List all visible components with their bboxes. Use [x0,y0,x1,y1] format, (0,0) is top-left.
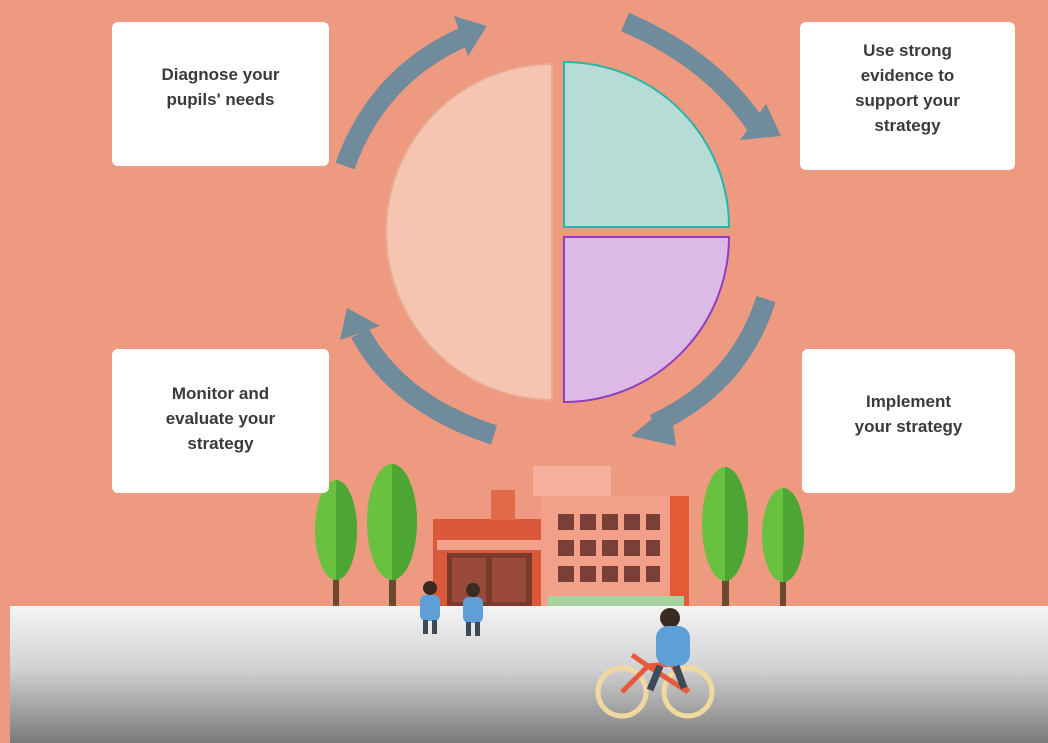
arrowhead-bottom-right [631,404,676,446]
arrow-top-right [621,12,768,136]
diagnose-pupils-needs-card: Diagnose your pupils' needs [112,22,329,166]
tree-right-tall [702,467,748,606]
arrow-bottom-right [649,295,776,434]
pie-teal-segment [563,60,731,228]
use-strong-evidence-card: Use strong evidence to support your stra… [800,22,1015,170]
arrowhead-top-left [454,16,487,56]
arrow-top-left [335,26,471,170]
child-figure-left [420,581,440,634]
ground [10,606,1048,743]
pie-purple-segment [563,236,731,404]
school-building [433,466,689,606]
arrowhead-bottom-left [340,308,380,340]
tree-left-small [315,480,357,606]
child-figure-right [463,583,483,636]
monitor-evaluate-card: Monitor and evaluate your strategy [112,349,329,493]
cyclist [595,608,715,719]
evidence-card-text: Use strong evidence to support your stra… [855,41,960,135]
arrowhead-top-right [740,104,781,140]
cycle-arrows [335,12,776,445]
diagnose-card-text: Diagnose your pupils' needs [161,65,280,109]
tree-right-small [762,488,804,606]
tree-left-tall [367,464,417,606]
monitor-card-text: Monitor and evaluate your strategy [165,384,276,453]
implement-strategy-card: Implement your strategy [802,349,1015,493]
arrow-bottom-left [351,328,498,445]
implement-card-text: Implement your strategy [854,392,963,436]
pie-half-segment [385,62,553,402]
